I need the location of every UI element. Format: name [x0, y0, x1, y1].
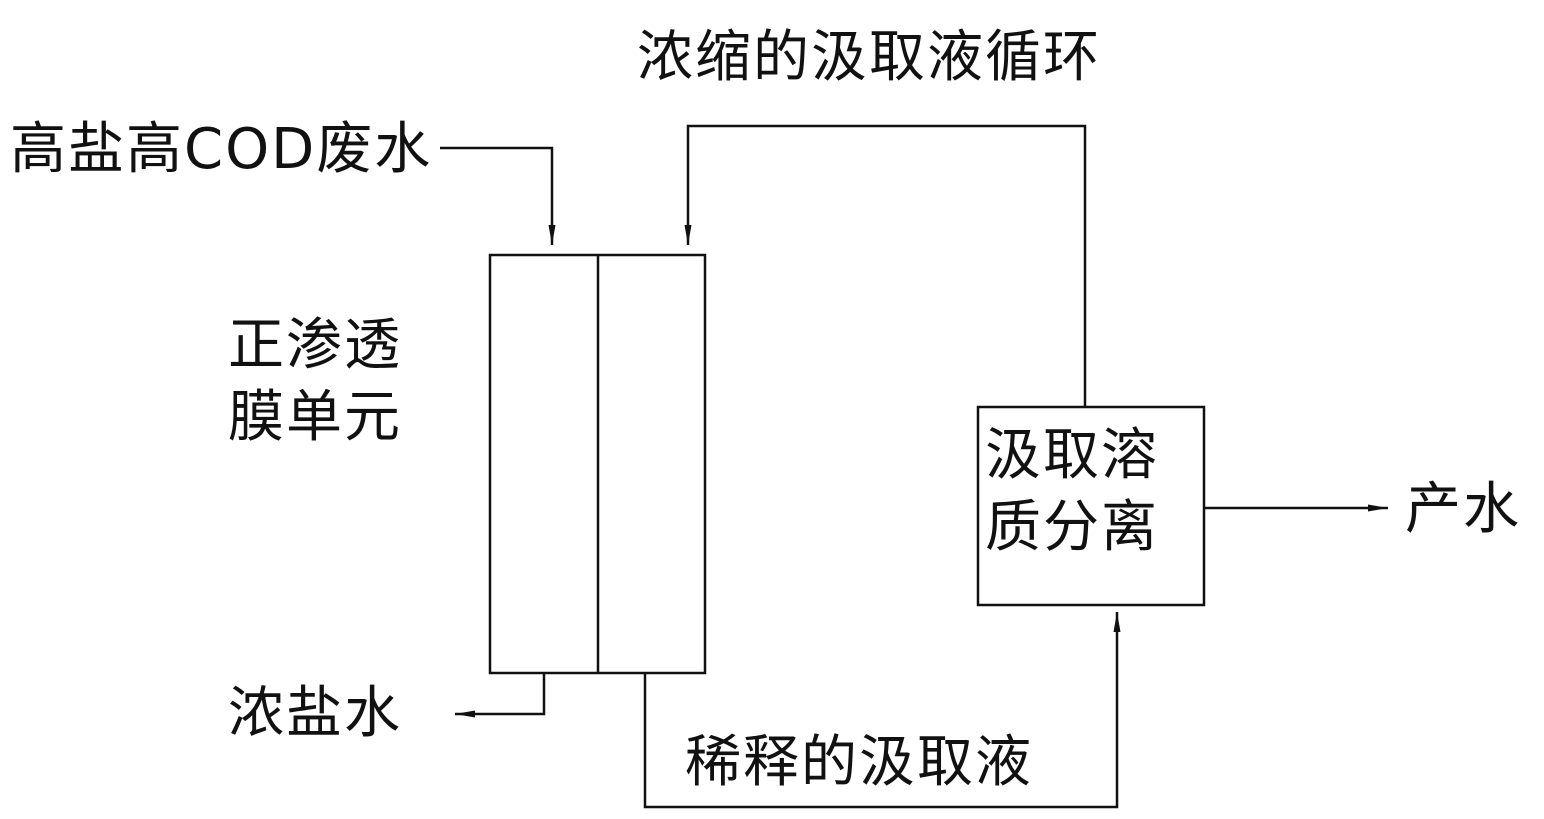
- membrane-unit-label: 正渗透 膜单元: [228, 310, 402, 454]
- separator-label-line1: 汲取溶: [985, 423, 1159, 488]
- separator-unit-box: [976, 405, 1206, 607]
- membrane-label-line1: 正渗透: [228, 313, 402, 378]
- product-water-label: 产水: [1405, 477, 1521, 542]
- separator-label-line2: 质分离: [985, 495, 1159, 560]
- membrane-label-line2: 膜单元: [228, 385, 402, 450]
- brine-flow-arrow: [455, 673, 546, 718]
- feed-label: 高盐高COD废水: [10, 117, 433, 182]
- recycle-label: 浓缩的汲取液循环: [637, 25, 1101, 90]
- diluted-flow-arrow: [643, 612, 1121, 809]
- feed-flow-arrow: [440, 146, 556, 245]
- separator-unit-label: 汲取溶 质分离: [985, 420, 1159, 564]
- diluted-draw-label: 稀释的汲取液: [685, 730, 1033, 795]
- recycle-flow-arrow: [684, 124, 1087, 407]
- brine-label: 浓盐水: [228, 681, 402, 746]
